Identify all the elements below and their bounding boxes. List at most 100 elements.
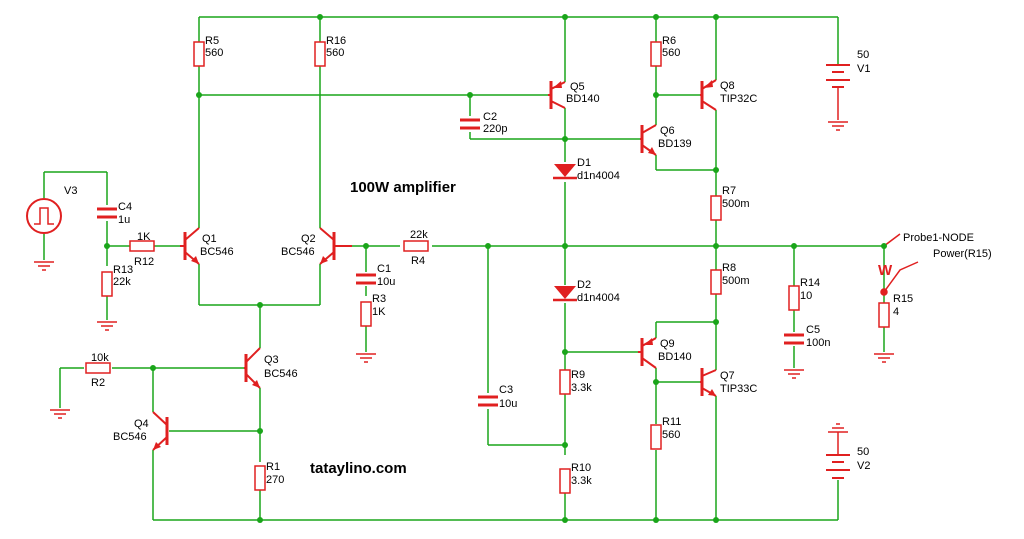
battery-V2 bbox=[826, 432, 850, 479]
battery-V1 bbox=[826, 64, 850, 120]
resistor-R14 bbox=[788, 285, 800, 311]
junctions bbox=[104, 14, 887, 523]
probe-node-label: Probe1-NODE bbox=[903, 232, 974, 244]
label-Q4-value: BC546 bbox=[113, 431, 147, 443]
transistor-Q9 bbox=[638, 337, 657, 369]
capacitor-C5 bbox=[782, 333, 806, 345]
capacitor-C3 bbox=[476, 395, 500, 407]
label-C1-ref: C1 bbox=[377, 263, 391, 275]
label-R15-ref: R15 bbox=[893, 293, 913, 305]
transistor-Q7 bbox=[700, 368, 717, 397]
components bbox=[26, 41, 919, 494]
probe-markers bbox=[880, 233, 919, 296]
resistor-R8 bbox=[710, 269, 722, 295]
label-R2-ref: R2 bbox=[91, 377, 105, 389]
resistor-R7 bbox=[710, 195, 722, 221]
label-R13-value: 22k bbox=[113, 276, 131, 288]
label-Q5-value: BD140 bbox=[566, 93, 600, 105]
label-R14-ref: R14 bbox=[800, 277, 820, 289]
label-C4-ref: C4 bbox=[118, 201, 132, 213]
label-R3-ref: R3 bbox=[372, 293, 386, 305]
resistor-R16 bbox=[314, 41, 326, 67]
label-C3-value: 10u bbox=[499, 398, 517, 410]
label-R8-value: 500m bbox=[722, 275, 750, 287]
label-R16-ref: R16 bbox=[326, 35, 346, 47]
label-Q3-value: BC546 bbox=[264, 368, 298, 380]
label-R5-value: 560 bbox=[205, 47, 223, 59]
label-D2-value: d1n4004 bbox=[577, 292, 620, 304]
probe-power-label: Power(R15) bbox=[933, 248, 992, 260]
wires bbox=[43, 16, 885, 521]
label-R2-value: 10k bbox=[91, 352, 109, 364]
resistor-R10 bbox=[559, 468, 571, 494]
label-Q9-ref: Q9 bbox=[660, 338, 675, 350]
label-Q8-ref: Q8 bbox=[720, 80, 735, 92]
label-R10-value: 3.3k bbox=[571, 475, 592, 487]
label-D2-ref: D2 bbox=[577, 279, 591, 291]
label-R11-ref: R11 bbox=[662, 416, 681, 428]
label-V2-value: 50 bbox=[857, 446, 869, 458]
resistor-R9 bbox=[559, 369, 571, 395]
label-R10-ref: R10 bbox=[571, 462, 591, 474]
label-R3-value: 1K bbox=[372, 306, 386, 318]
label-R12-value: 1K bbox=[137, 231, 151, 243]
resistor-R6 bbox=[650, 41, 662, 67]
label-Q7-ref: Q7 bbox=[720, 370, 735, 382]
ground-V2 bbox=[827, 423, 849, 433]
labels: 100W amplifier tataylino.com R5 560 R16 … bbox=[64, 35, 992, 487]
label-C3-ref: C3 bbox=[499, 384, 513, 396]
label-R11-value: 560 bbox=[662, 429, 680, 441]
label-R12-ref: R12 bbox=[134, 256, 154, 268]
capacitor-C1 bbox=[354, 273, 378, 285]
label-Q6-ref: Q6 bbox=[660, 125, 675, 137]
power-probe-icon: W bbox=[878, 262, 893, 279]
label-R9-value: 3.3k bbox=[571, 382, 592, 394]
title: 100W amplifier bbox=[350, 179, 456, 196]
label-R4-ref: R4 bbox=[411, 255, 425, 267]
label-C1-value: 10u bbox=[377, 276, 395, 288]
label-R4-value: 22k bbox=[410, 229, 428, 241]
transistor-Q2 bbox=[319, 227, 352, 265]
label-V1-ref: V1 bbox=[857, 63, 870, 75]
resistor-R1 bbox=[254, 465, 266, 491]
label-D1-value: d1n4004 bbox=[577, 170, 620, 182]
watermark: tataylino.com bbox=[310, 460, 407, 477]
resistor-R13 bbox=[101, 271, 113, 297]
label-R5-ref: R5 bbox=[205, 35, 219, 47]
label-R1-ref: R1 bbox=[266, 461, 280, 473]
ground-R13 bbox=[96, 321, 118, 331]
ground-R3 bbox=[355, 353, 377, 363]
label-Q1-ref: Q1 bbox=[202, 233, 217, 245]
resistor-R2 bbox=[85, 362, 111, 374]
resistor-R4 bbox=[403, 240, 429, 252]
diode-D2 bbox=[553, 286, 577, 302]
pulse-source-V3 bbox=[26, 198, 62, 234]
transistor-Q8 bbox=[700, 79, 717, 111]
label-Q8-value: TIP32C bbox=[720, 93, 757, 105]
label-Q2-ref: Q2 bbox=[301, 233, 316, 245]
label-V2-ref: V2 bbox=[857, 460, 870, 472]
label-R14-value: 10 bbox=[800, 290, 812, 302]
label-R7-ref: R7 bbox=[722, 185, 736, 197]
label-C5-ref: C5 bbox=[806, 324, 820, 336]
label-R6-value: 560 bbox=[662, 47, 680, 59]
label-Q2-value: BC546 bbox=[281, 246, 315, 258]
ground-V1 bbox=[827, 121, 849, 131]
label-R15-value: 4 bbox=[893, 306, 899, 318]
resistor-R11 bbox=[650, 424, 662, 450]
label-V3-ref: V3 bbox=[64, 185, 77, 197]
label-C2-value: 220p bbox=[483, 123, 507, 135]
ground-C5 bbox=[783, 369, 805, 379]
capacitor-C2 bbox=[458, 118, 482, 130]
label-D1-ref: D1 bbox=[577, 157, 591, 169]
label-Q6-value: BD139 bbox=[658, 138, 692, 150]
diode-D1 bbox=[553, 164, 577, 180]
label-Q3-ref: Q3 bbox=[264, 354, 279, 366]
label-V1-value: 50 bbox=[857, 49, 869, 61]
label-Q7-value: TIP33C bbox=[720, 383, 757, 395]
label-R9-ref: R9 bbox=[571, 369, 585, 381]
label-R16-value: 560 bbox=[326, 47, 344, 59]
label-Q4-ref: Q4 bbox=[134, 418, 149, 430]
label-Q9-value: BD140 bbox=[658, 351, 692, 363]
